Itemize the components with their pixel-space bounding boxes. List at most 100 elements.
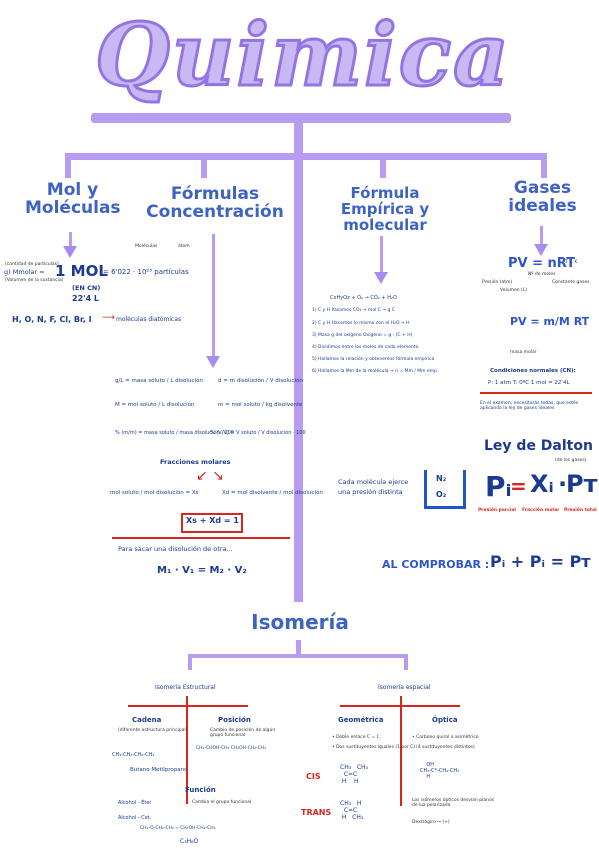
heading-gases: Gases ideales [495, 179, 590, 216]
iso-acetal: Alcohol - Cet. [118, 815, 152, 821]
mol-diatomic-arrow: ⟶ [102, 313, 115, 323]
gas-note-2: una presión distinta [338, 488, 403, 496]
empirica-step-5: 5) Hallamos la relación y obtenemos fórm… [312, 357, 435, 362]
branch-gases [541, 153, 547, 178]
arrow-formulas-head [206, 356, 220, 368]
formula-M: M = mol soluto / L disolución [115, 402, 195, 408]
iso-trans-molecule: CH₃ H C=C H CH₃ [340, 800, 364, 821]
heading-gases-line2: ideales [508, 195, 577, 216]
iso-posicion-note: Cambio de posición de algún grupo funcio… [210, 728, 276, 738]
heading-empirica: Fórmula Empírica y molecular [300, 185, 470, 234]
isomeria-heading: Isomería [251, 610, 349, 634]
iso-estructural-line [128, 705, 248, 707]
gases-note-presion: Presión (atm) [482, 280, 513, 285]
iso-espacial: Isomería espacial [378, 684, 431, 691]
fracciones-xd: Xd = mol disolvente / mol disolución [222, 490, 323, 496]
gases-note-volumen: Volumen (L) [500, 288, 528, 293]
heading-formulas-line1: Fórmulas [170, 184, 260, 204]
branch-formulas [201, 153, 207, 178]
comprobar-label: AL COMPROBAR : [382, 558, 490, 571]
iso-geo-note2: • Dos sustituyentes iguales (1 por C) [332, 745, 416, 750]
iso-optica: Óptica [432, 716, 458, 724]
dalton-label-total: Presión total [564, 508, 597, 513]
mol-atom: átom [178, 244, 190, 249]
iso-cadena-note: (diferente estructura principal) [118, 728, 188, 733]
arrow-mol-head [63, 246, 77, 258]
dalton-title: Ley de Dalton [484, 438, 593, 454]
mol-note-bottom: (Volumen de la sustancia) [5, 278, 64, 283]
iso-cis-molecule: CH₃ CH₃ C=C H H [340, 764, 368, 785]
formula-pct-vol: % (V/V) = V soluto / V disolución · 100 [210, 430, 306, 436]
heading-formulas-line2: Concentración [146, 201, 284, 222]
iso-opt-note1: • Carbono quiral o asimétrico [412, 735, 479, 740]
gases-exam-note: En el examen, necesitarás todas, que est… [480, 401, 579, 411]
empirica-step-4: 4) Dividimos entre los moles de cada ele… [312, 345, 419, 350]
branch-horizontal [65, 153, 547, 160]
empirica-combustion: CxHyOz + O₂ → CO₂ + H₂O [330, 295, 397, 301]
mol-avogadro: = 6'022 · 10²³ partículas [103, 268, 189, 276]
formulas-divider [112, 537, 290, 539]
gases-pv-nrt: PV = nRT [508, 256, 576, 271]
iso-opt-note2: (4 sustituyentes distintos) [416, 745, 475, 750]
formula-d: d = m disolución / V disolución [218, 378, 303, 384]
branch-mol [65, 153, 71, 178]
gases-pv-mrt: PV = m/M RT [510, 315, 590, 328]
heading-mol-line2: Moléculas [25, 197, 121, 218]
mol-liters: 22'4 L [72, 294, 100, 303]
iso-opt-note4: Dextrógiro → (+) [412, 820, 450, 825]
arrow-gases-head [534, 244, 548, 256]
fracciones-xs: mol soluto / mol disolución = Xs [110, 490, 199, 496]
arrow-empirica-shaft [380, 236, 383, 272]
dilucion-text: Para sacar una disolución de otra... [118, 545, 233, 553]
dalton-eq: = [510, 474, 527, 498]
iso-estructural-stem [186, 696, 188, 804]
iso-posicion-example: CH₃-CHOH-CH₃ CH₂OH-CH₂-CH₃ [196, 746, 266, 751]
iso-c3h8o: C₃H₈O [180, 838, 199, 845]
empirica-step-1: 1) C y H Pasamos CO₂ → mol C → g C [312, 308, 395, 313]
trunk-top [91, 113, 511, 123]
iso-geometrica: Geométrica [338, 716, 384, 724]
gases-note-moles: Nº de moles [528, 272, 556, 277]
gases-divider [480, 392, 592, 394]
fracciones-sum: Xs + Xd = 1 [186, 516, 239, 525]
empirica-step-2: 2) C y H Hacemos lo mismo con el H₂O → H [312, 321, 410, 326]
branch-empirica [380, 153, 386, 178]
iso-butano: Butano Metilpropano [130, 767, 188, 773]
empirica-step-6: 6) Hallamos la Mm de la molécula → n = M… [312, 369, 437, 374]
formula-pct-mass: % (m/m) = masa soluto / masa disolución … [115, 430, 234, 436]
iso-espacial-stem [400, 696, 402, 806]
trunk-vertical [294, 120, 303, 602]
iso-opt-note3: Los isómeros ópticos desvían planos de l… [412, 798, 495, 808]
mol-diatomic-label: moléculas diatómicas [116, 316, 182, 323]
arrow-empirica-head [374, 272, 388, 284]
heading-mol-line1: Mol y [46, 180, 99, 200]
mol-mmolar: g) Mmolar = [4, 268, 45, 276]
gases-note-t: T = K [565, 260, 578, 265]
formula-m: m = mol soluto / kg disolvente [218, 402, 303, 408]
heading-formulas: Fórmulas Concentración [135, 184, 295, 222]
mol-en-cn: (EN CN) [72, 284, 101, 292]
iso-geo-note1: • Doble enlace C = C [332, 735, 380, 740]
iso-posicion: Posición [218, 716, 251, 724]
fracciones-title: Fracciones molares [160, 458, 231, 466]
mol-note-top: (cantidad de partículas) [5, 262, 59, 267]
iso-estructural: Isomería Estructural [155, 684, 216, 691]
arrow-formulas-shaft [212, 234, 215, 356]
fracciones-arrows: ↙ ↘ [196, 468, 224, 484]
isomeria-stem [296, 640, 301, 656]
empirica-step-3: 3) Masa g del oxígeno Oxígeno = g - (C +… [312, 333, 413, 338]
gas-note-1: Cada molécula ejerce [338, 478, 409, 486]
iso-cadena-example: CH₃-CH₂-CH₂-CH₃ [112, 752, 155, 758]
heading-empirica-line2: Empírica y molecular [340, 199, 430, 234]
mol-diatomic-list: H, O, N, F, Cl, Br, I [12, 315, 92, 324]
heading-mol: Mol y Moléculas [25, 180, 121, 218]
iso-trans: TRANS [301, 808, 332, 817]
isomeria-left-stem [188, 654, 192, 670]
gases-cn-title: Condiciones normales (CN): [490, 368, 576, 374]
dalton-xi: Xᵢ [530, 470, 554, 498]
dalton-dot: · [558, 470, 568, 498]
gas-n2: N₂ [436, 474, 447, 483]
iso-cadena: Cadena [132, 716, 162, 724]
gases-note-constante: Constante gases [552, 280, 590, 285]
